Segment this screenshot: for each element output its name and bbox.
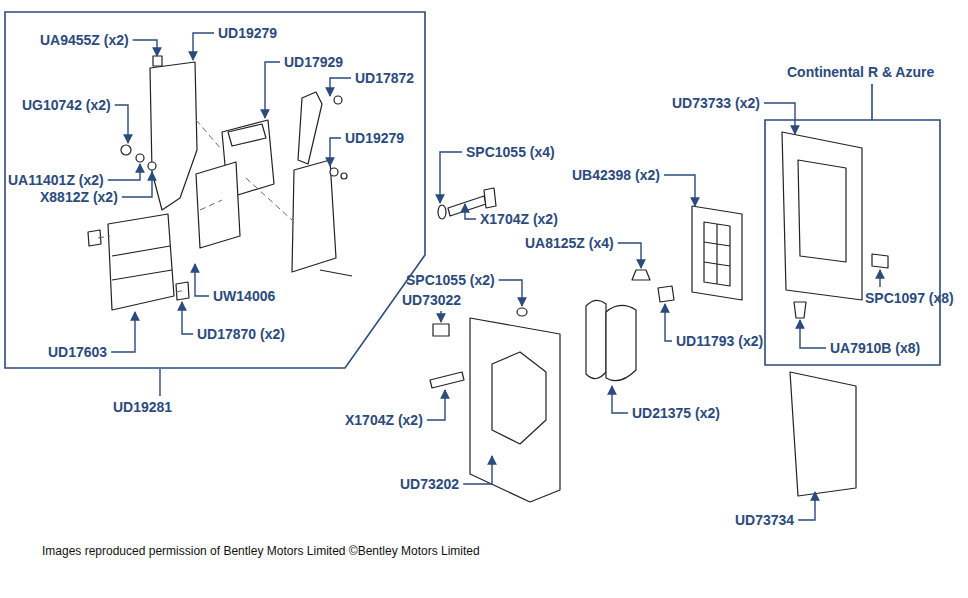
leader-line (265, 62, 280, 118)
bezel-recess (798, 160, 846, 262)
leader-line (182, 302, 193, 334)
strap (298, 92, 322, 164)
part-number: UD73202 (400, 476, 459, 492)
leader-line (427, 390, 445, 420)
leader-line (764, 103, 795, 134)
leader-line (159, 369, 160, 396)
group-heading: Continental R & Azure (787, 64, 934, 80)
screw (334, 96, 342, 104)
washer (136, 154, 144, 162)
leader-line (665, 304, 672, 341)
part-number: UD17872 (355, 70, 414, 86)
leader-line (133, 40, 157, 56)
part-number: UD17603 (48, 344, 107, 360)
part-number: UA7910B (x8) (830, 340, 920, 356)
nut (330, 168, 338, 176)
screw (320, 270, 352, 276)
rocker-switch (606, 305, 636, 380)
leader-line (612, 386, 628, 413)
screw (794, 302, 806, 318)
group-bracket (5, 12, 425, 368)
part-number: UG10742 (x2) (22, 97, 111, 113)
leader-line (664, 175, 695, 206)
part-number: UD73022 (402, 292, 461, 308)
clip-nut (433, 324, 449, 336)
part-number: SPC1097 (x8) (865, 290, 954, 306)
leader-line (618, 243, 641, 268)
relay-detail (112, 246, 172, 280)
washer (438, 205, 446, 219)
leader-line (440, 152, 462, 203)
part-number: X1704Z (x2) (345, 412, 423, 428)
rocker-switch (586, 300, 606, 378)
leader-line (465, 204, 476, 219)
washer (517, 308, 527, 316)
leader-line (122, 172, 152, 197)
mounting-plate (470, 318, 560, 502)
part-number: UA11401Z (x2) (8, 172, 104, 188)
leader-line (193, 33, 214, 60)
relay-cap (228, 124, 266, 146)
copyright-caption: Images reproduced permission of Bentley … (42, 544, 480, 558)
leader-line (115, 105, 128, 143)
leader-line (330, 78, 351, 96)
leader-line (463, 456, 492, 484)
switch-bezel (782, 132, 862, 300)
part-number: UD17929 (284, 54, 343, 70)
part-number: SPC1055 (x2) (406, 272, 495, 288)
leader-line (330, 138, 341, 166)
leader-line (111, 312, 135, 352)
part-number: UD19281 (113, 399, 172, 415)
clip (872, 254, 888, 268)
part-number: UD21375 (x2) (632, 405, 720, 421)
bolt (153, 56, 162, 66)
leader-line (440, 311, 441, 322)
plate-aperture (492, 352, 546, 444)
leader-line (879, 270, 880, 287)
nut (121, 145, 131, 155)
relay-body (196, 162, 240, 248)
screw (430, 372, 464, 388)
part-number: X1704Z (x2) (480, 211, 558, 227)
screw (632, 270, 650, 280)
leader-line (800, 320, 826, 348)
part-number: UD19279 (345, 130, 404, 146)
washer (341, 173, 347, 179)
leader-line (108, 164, 140, 180)
bush (658, 286, 674, 302)
bush (176, 282, 189, 300)
mounting-bracket (292, 160, 336, 272)
leader-line (798, 492, 815, 520)
part-number: UB42398 (x2) (572, 167, 660, 183)
part-number: UW14006 (213, 288, 275, 304)
washer (148, 162, 156, 170)
part-number: UD73734 (735, 512, 794, 528)
gasket-sheet (790, 372, 856, 496)
part-number: UD17870 (x2) (197, 326, 285, 342)
part-number: UD19279 (218, 25, 277, 41)
part-number: UA8125Z (x4) (525, 235, 614, 251)
mounting-bracket (150, 62, 197, 210)
part-number: SPC1055 (x4) (466, 144, 555, 160)
bolt-head (484, 188, 496, 208)
switch-bezel (692, 206, 742, 300)
leader-line (499, 280, 522, 306)
group-bracket (765, 84, 940, 365)
bezel-grid (704, 222, 730, 286)
leader-line (195, 264, 209, 296)
part-number: UD11793 (x2) (676, 333, 763, 349)
part-number: X8812Z (x2) (40, 189, 118, 205)
relay-body (108, 214, 174, 310)
part-number: UA9455Z (x2) (40, 32, 129, 48)
part-number: UD73733 (x2) (672, 95, 760, 111)
